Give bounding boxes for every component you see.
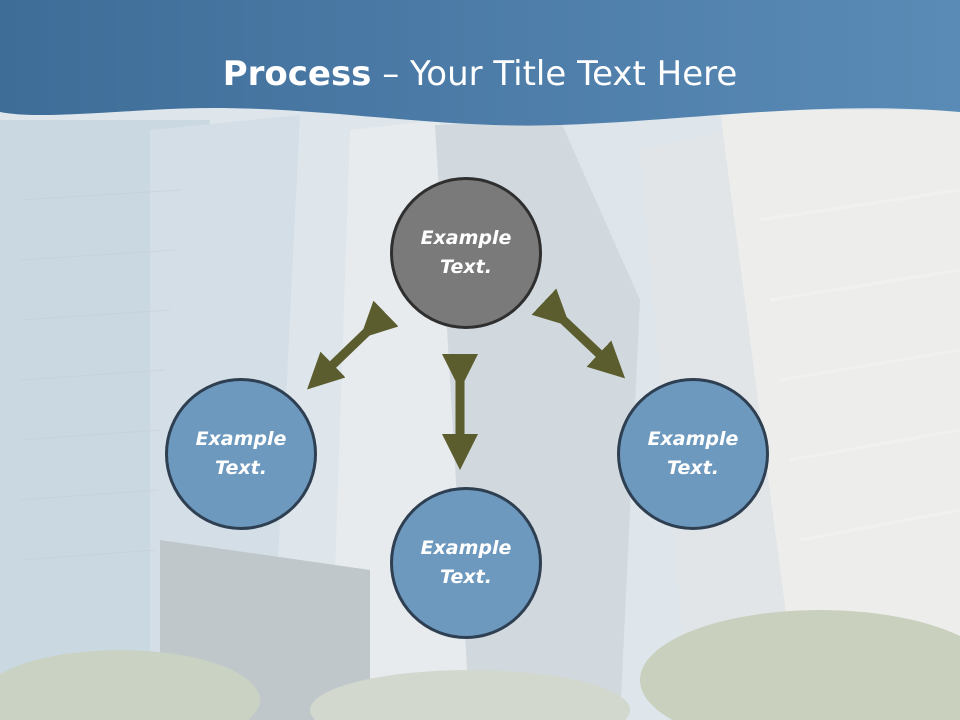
node-label: Example Text. xyxy=(420,227,512,278)
process-node-left: Example Text. xyxy=(165,378,317,530)
node-label: Example Text. xyxy=(647,428,739,479)
title-rest: – Your Title Text Here xyxy=(371,54,738,94)
page-title: Process – Your Title Text Here xyxy=(0,52,960,96)
process-node-right: Example Text. xyxy=(617,378,769,530)
process-node-top: Example Text. xyxy=(390,177,542,329)
node-label: Example Text. xyxy=(420,537,512,588)
title-bold: Process xyxy=(222,54,372,94)
process-node-bottom: Example Text. xyxy=(390,487,542,639)
title-banner xyxy=(0,0,960,126)
node-label: Example Text. xyxy=(195,428,287,479)
